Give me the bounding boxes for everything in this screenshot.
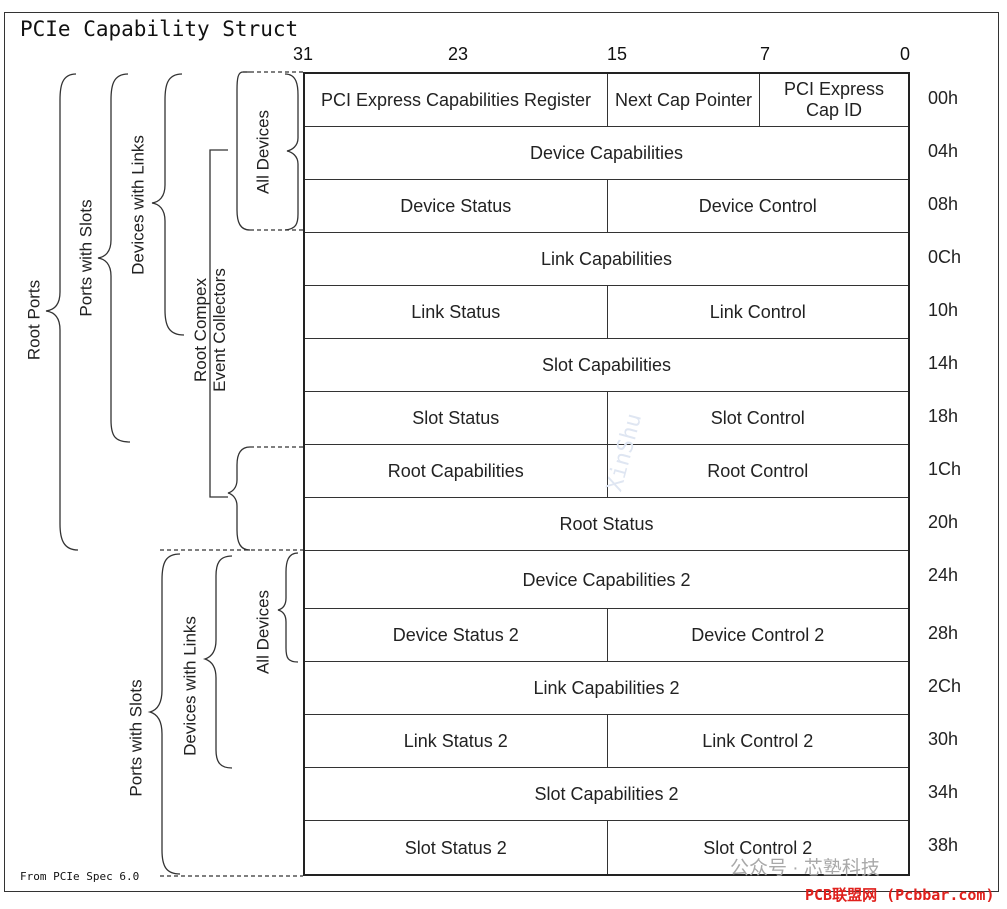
register-row: Slot Status 2 Slot Control 2 bbox=[305, 821, 908, 874]
wechat-watermark: 公众号 · 芯塾科技 bbox=[730, 858, 880, 879]
offset-label: 18h bbox=[928, 406, 959, 426]
figure-frame bbox=[4, 12, 999, 892]
register-field: Slot Status 2 bbox=[404, 837, 507, 858]
bit-23-label: 23 bbox=[447, 44, 469, 64]
label-devices-with-links-bottom: Devices with Links bbox=[180, 616, 200, 756]
register-row: Device Capabilities bbox=[305, 127, 908, 180]
register-row: Device Status Device Control bbox=[305, 180, 908, 233]
register-field: PCI Express Cap ID bbox=[759, 74, 908, 126]
brace-ports-with-slots-bottom bbox=[147, 553, 181, 875]
offset-label: 08h bbox=[928, 194, 959, 214]
register-field: Link Status bbox=[411, 302, 501, 322]
register-field: Device Control bbox=[606, 180, 909, 232]
figure-title: PCIe Capability Struct bbox=[20, 17, 299, 41]
register-field: Device Status bbox=[400, 196, 512, 216]
offset-label: 34h bbox=[928, 782, 959, 802]
bracket-rcec bbox=[209, 149, 228, 498]
register-field: Slot Control 2 bbox=[606, 821, 909, 874]
register-row: Link Status Link Control bbox=[305, 286, 908, 339]
register-row: Slot Capabilities bbox=[305, 339, 908, 392]
register-field: Link Status 2 bbox=[403, 731, 508, 751]
label-all-devices-bottom: All Devices bbox=[253, 589, 273, 675]
brace-devices-with-links-top bbox=[151, 73, 185, 336]
offset-label: 2Ch bbox=[928, 676, 962, 696]
brace-devices-with-links-bottom bbox=[202, 555, 233, 769]
label-rcec: Root Compex Event Collectors bbox=[191, 268, 229, 392]
brace-ports-with-slots-top bbox=[97, 73, 131, 443]
bit-15-label: 15 bbox=[606, 44, 628, 64]
register-field: Slot Control bbox=[606, 392, 909, 444]
register-field: Link Capabilities bbox=[540, 249, 673, 269]
register-field: Root Capabilities bbox=[387, 461, 524, 481]
offset-label: 24h bbox=[928, 565, 959, 585]
register-field: Device Status 2 bbox=[392, 625, 519, 645]
label-devices-with-links-top: Devices with Links bbox=[128, 135, 148, 275]
register-row: Slot Status Slot Control bbox=[305, 392, 908, 445]
register-field: Slot Capabilities 2 bbox=[534, 784, 679, 804]
register-row: Root Status bbox=[305, 498, 908, 551]
register-field: PCI Express Capabilities Register bbox=[320, 90, 592, 110]
register-field: Link Control 2 bbox=[606, 715, 909, 767]
register-field: Device Control 2 bbox=[606, 609, 909, 661]
offset-label: 1Ch bbox=[928, 459, 962, 479]
brace-all-devices-top-right bbox=[284, 73, 299, 231]
register-row: Link Capabilities 2 bbox=[305, 662, 908, 715]
register-field: Root Control bbox=[606, 445, 909, 497]
offset-label: 28h bbox=[928, 623, 959, 643]
label-root-ports: Root Ports bbox=[24, 279, 44, 361]
offset-label: 0Ch bbox=[928, 247, 962, 267]
register-field: Next Cap Pointer bbox=[607, 74, 759, 126]
label-rcec-line2: Event Collectors bbox=[210, 268, 229, 392]
register-field: Link Capabilities 2 bbox=[533, 678, 680, 698]
offset-label: 20h bbox=[928, 512, 959, 532]
offset-label: 30h bbox=[928, 729, 959, 749]
register-field: Root Status bbox=[559, 514, 654, 534]
register-field: Slot Status bbox=[412, 408, 500, 428]
label-all-devices-top: All Devices bbox=[253, 109, 273, 195]
offset-label: 14h bbox=[928, 353, 959, 373]
offset-label: 04h bbox=[928, 141, 959, 161]
offset-label: 38h bbox=[928, 835, 959, 855]
bit-31-label: 31 bbox=[292, 44, 314, 64]
bit-7-label: 7 bbox=[759, 44, 771, 64]
label-ports-with-slots-bottom: Ports with Slots bbox=[126, 679, 146, 797]
brace-all-devices-top bbox=[236, 71, 251, 231]
register-row: Device Status 2 Device Control 2 bbox=[305, 609, 908, 662]
source-note: From PCIe Spec 6.0 bbox=[20, 870, 140, 883]
register-row: Device Capabilities 2 bbox=[305, 551, 908, 609]
brace-all-devices-bottom bbox=[277, 552, 299, 663]
register-row: PCI Express Capabilities Register Next Ca… bbox=[305, 74, 908, 127]
brace-root-ports bbox=[45, 73, 79, 551]
label-ports-with-slots-top: Ports with Slots bbox=[76, 199, 96, 317]
register-row: Link Status 2 Link Control 2 bbox=[305, 715, 908, 768]
register-row: Slot Capabilities 2 bbox=[305, 768, 908, 821]
register-row: Root Capabilities Root Control bbox=[305, 445, 908, 498]
register-field: Link Control bbox=[606, 286, 909, 338]
offset-label: 00h bbox=[928, 88, 959, 108]
register-field: Device Capabilities bbox=[529, 143, 684, 163]
register-table: PCI Express Capabilities Register Next Ca… bbox=[303, 72, 910, 876]
label-rcec-line1: Root Compex bbox=[191, 278, 210, 382]
offset-label: 10h bbox=[928, 300, 959, 320]
register-field: Device Capabilities 2 bbox=[522, 569, 691, 590]
site-label: PCB联盟网 (Pcbbar.com) bbox=[805, 886, 995, 904]
brace-root-caps bbox=[227, 446, 251, 551]
register-field: Slot Capabilities bbox=[541, 355, 672, 375]
bit-0-label: 0 bbox=[899, 44, 911, 64]
dashed-connector bbox=[160, 71, 303, 877]
register-row: Link Capabilities bbox=[305, 233, 908, 286]
